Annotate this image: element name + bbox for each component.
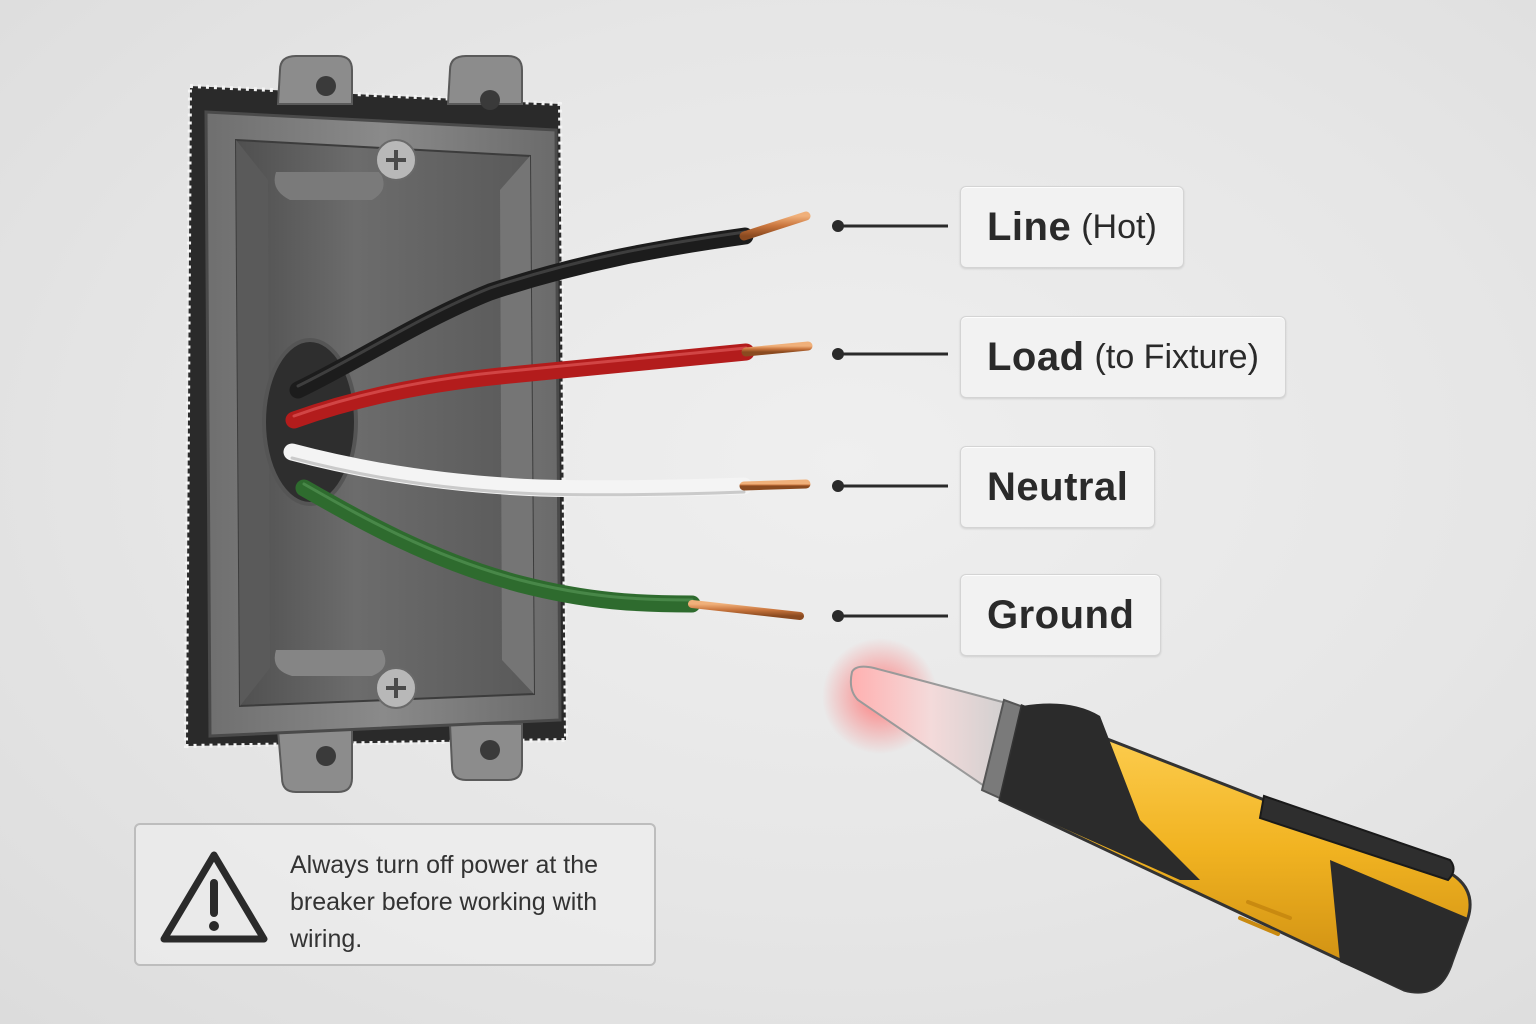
neutral-copper-end (739, 479, 811, 491)
electrical-box (204, 55, 562, 793)
label-ground-main: Ground (987, 592, 1135, 637)
safety-warning: Always turn off power at the breaker bef… (134, 823, 656, 966)
neutral-wire (283, 443, 753, 498)
leader-lines (832, 220, 948, 622)
label-line-hot: Line (Hot) (960, 186, 1184, 268)
warning-triangle-icon (160, 851, 268, 943)
load-copper-end (741, 341, 813, 357)
label-load-sub: (to Fixture) (1094, 337, 1259, 376)
voltage-tester-icon (822, 638, 1472, 994)
label-load-main: Load (987, 334, 1085, 379)
label-line-main: Line (987, 204, 1072, 249)
label-neutral: Neutral (960, 446, 1156, 528)
warning-text: Always turn off power at the breaker bef… (290, 851, 599, 953)
ground-wire (295, 479, 701, 613)
line-wire (289, 227, 754, 399)
ground-copper-end (688, 600, 804, 620)
wires (283, 211, 813, 620)
label-neutral-main: Neutral (987, 464, 1129, 509)
label-line-sub: (Hot) (1081, 207, 1157, 246)
label-ground: Ground (960, 574, 1162, 656)
line-copper-end (739, 211, 811, 241)
load-wire (285, 343, 755, 429)
label-load: Load (to Fixture) (960, 316, 1286, 398)
